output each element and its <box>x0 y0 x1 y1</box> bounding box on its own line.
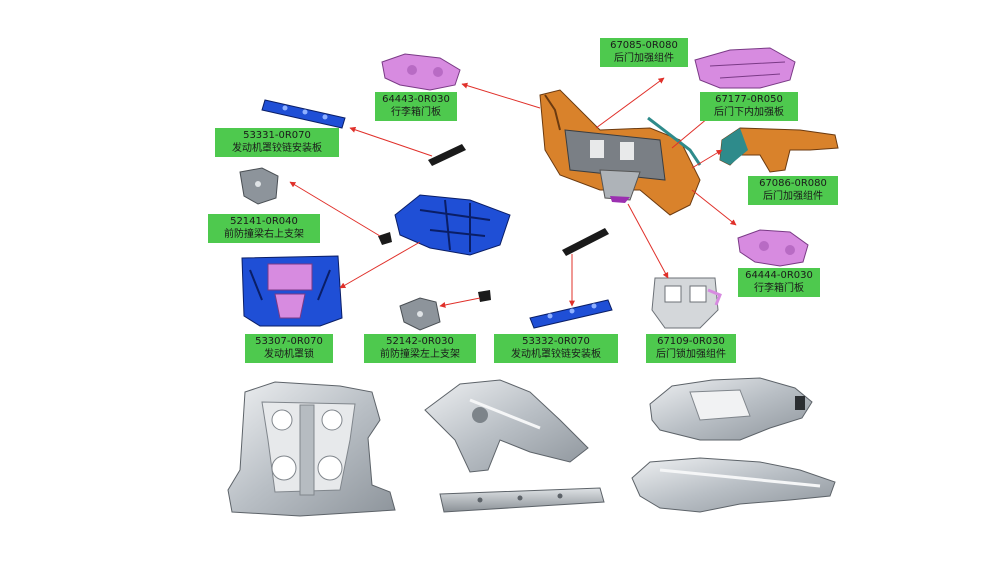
arrow-to-67085 <box>595 77 665 129</box>
front-bumper-left-bracket-part <box>399 297 441 331</box>
label-53331-hood-hinge-plate: 53331-0R070 发动机罩铰链安装板 <box>215 128 339 157</box>
hood-hinge-plate-53331-part <box>261 99 346 129</box>
photo-metal-long-bar <box>439 487 605 513</box>
label-52141-front-bumper-right-bracket: 52141-0R040 前防撞梁右上支架 <box>208 214 320 243</box>
part-code: 52141-0R040 <box>230 216 298 227</box>
trunk-panel-64443-part <box>381 53 461 91</box>
front-bumper-right-bracket-part <box>239 167 279 205</box>
label-67177-rear-door-lower-inner: 67177-0R050 后门下内加强板 <box>700 92 798 121</box>
trunk-panel-64444-part <box>737 229 809 267</box>
arrow-to-67109 <box>627 203 669 279</box>
arrow-to-64444 <box>691 189 737 226</box>
part-code: 53331-0R070 <box>243 130 311 141</box>
part-name: 行李箱门板 <box>391 107 441 118</box>
part-code: 67085-0R080 <box>610 40 678 51</box>
label-53307-hood-lock: 53307-0R070 发动机罩锁 <box>245 334 333 363</box>
hood-hinge-plate-53332-part <box>529 299 613 329</box>
label-52142-front-bumper-left-bracket: 52142-0R030 前防撞梁左上支架 <box>364 334 476 363</box>
rear-door-lower-inner-panel-part <box>694 47 796 89</box>
arrow-to-53331 <box>349 126 433 157</box>
hinge-plate-small-left <box>428 144 466 166</box>
hood-lock-assembly-3d <box>394 194 511 256</box>
arrow-to-52141 <box>289 181 381 237</box>
part-code: 67177-0R050 <box>715 94 783 105</box>
label-53332-hood-hinge-plate: 53332-0R070 发动机罩铰链安装板 <box>494 334 618 363</box>
label-67086-rear-door-reinforcement: 67086-0R080 后门加强组件 <box>748 176 838 205</box>
part-name: 后门下内加强板 <box>714 107 784 118</box>
arrow-to-64443 <box>461 82 541 109</box>
label-67085-rear-door-reinforcement: 67085-0R080 后门加强组件 <box>600 38 688 67</box>
hinge-plate-small-right <box>562 228 609 256</box>
clip-right-bracket <box>378 232 392 245</box>
part-code: 53332-0R070 <box>522 336 590 347</box>
label-67109-rear-door-lock-reinforcement: 67109-0R030 后门锁加强组件 <box>646 334 736 363</box>
photo-metal-bracket-right-top <box>649 377 813 441</box>
photo-metal-frame-left <box>227 381 396 517</box>
part-name: 后门加强组件 <box>763 191 823 202</box>
part-code: 67086-0R080 <box>759 178 827 189</box>
label-64443-trunk-panel: 64443-0R030 行李箱门板 <box>375 92 457 121</box>
clip-left-bracket <box>478 290 491 302</box>
connector-arrows <box>289 77 737 308</box>
arrow-to-67086 <box>691 149 723 169</box>
hood-lock-53307-part <box>241 255 343 327</box>
rear-door-lock-reinforcement-part <box>651 277 722 329</box>
photo-metal-bracket-right-bottom <box>631 457 836 513</box>
arrow-to-52142 <box>439 297 481 308</box>
part-name: 发动机罩铰链安装板 <box>232 143 322 154</box>
part-name: 后门加强组件 <box>614 53 674 64</box>
part-code: 52142-0R030 <box>386 336 454 347</box>
rear-door-reinforcement-67086-part <box>719 127 839 173</box>
part-name: 前防撞梁右上支架 <box>224 229 304 240</box>
rear-door-frame-assembly <box>539 89 702 216</box>
arrow-to-53307 <box>339 241 421 289</box>
part-code: 64444-0R030 <box>745 270 813 281</box>
part-name: 发动机罩铰链安装板 <box>511 349 601 360</box>
photo-metal-curved-panel <box>424 379 589 473</box>
part-code: 53307-0R070 <box>255 336 323 347</box>
part-name: 后门锁加强组件 <box>656 349 726 360</box>
part-name: 发动机罩锁 <box>264 349 314 360</box>
part-code: 67109-0R030 <box>657 336 725 347</box>
part-code: 64443-0R030 <box>382 94 450 105</box>
part-name: 行李箱门板 <box>754 283 804 294</box>
part-name: 前防撞梁左上支架 <box>380 349 460 360</box>
label-64444-trunk-panel: 64444-0R030 行李箱门板 <box>738 268 820 297</box>
